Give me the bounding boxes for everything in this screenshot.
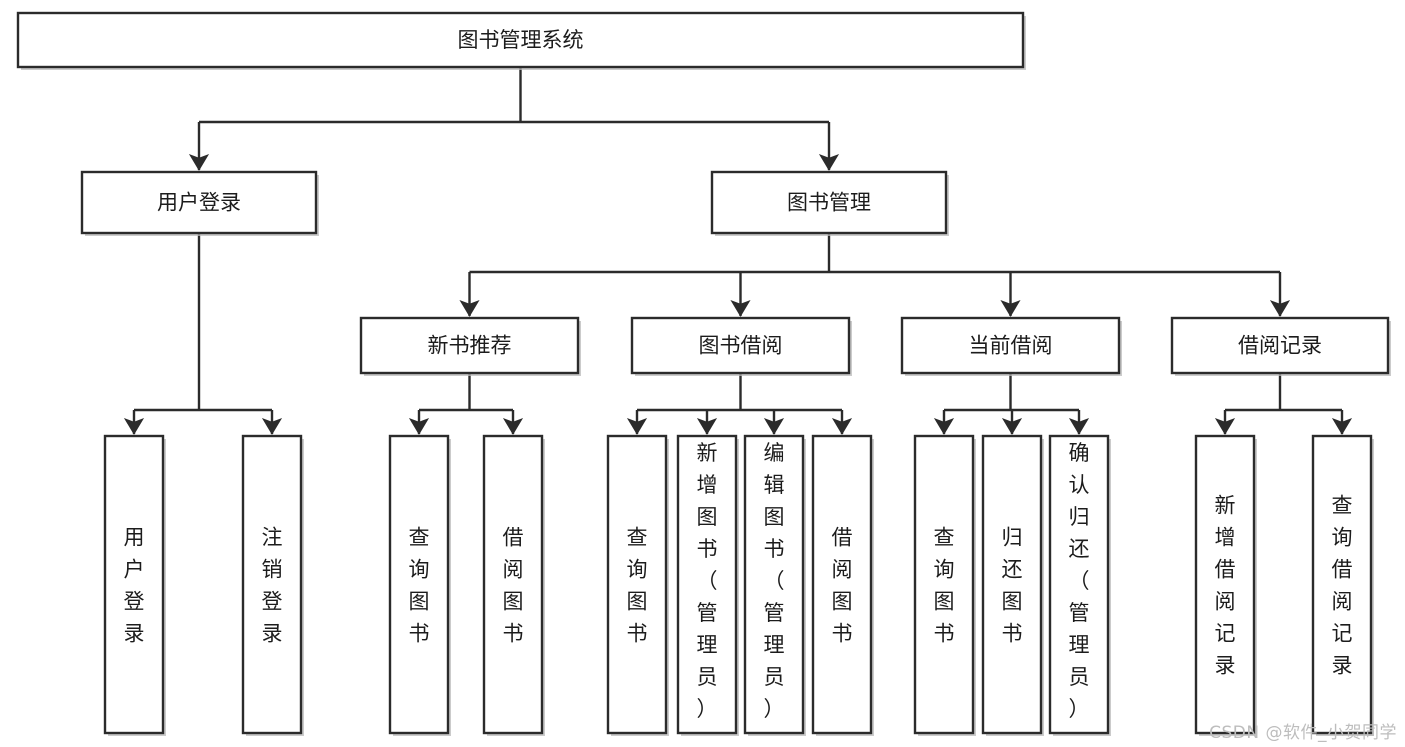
leaf-query-record[interactable]: 查询借阅记录 [1311,434,1374,736]
node-book-borrow-rect[interactable] [630,316,851,375]
leaf-add-record-rect[interactable] [1194,434,1256,735]
node-current-borrow[interactable]: 当前借阅 [900,316,1122,376]
leaf-query-book-2-rect[interactable] [606,434,668,735]
leaf-return-book[interactable]: 归还图书 [981,434,1044,736]
leaf-confirm-return-label: 确认归还（管理员） [1069,441,1090,721]
leaf-borrow-book-1-label: 借阅图书 [503,526,524,646]
leaf-add-record[interactable]: 新增借阅记录 [1194,434,1257,736]
node-root-rect[interactable] [16,11,1025,69]
leaf-logout-rect[interactable] [241,434,303,735]
node-borrow-record-label: 借阅记录 [1238,334,1322,358]
leaf-borrow-book-2[interactable]: 借阅图书 [811,434,874,736]
leaf-query-book-3-label: 查询图书 [934,526,955,646]
leaf-add-record-label: 新增借阅记录 [1215,494,1236,678]
node-borrow-record-rect[interactable] [1170,316,1390,375]
leaf-add-book[interactable]: 新增图书（管理员） [676,434,739,736]
node-new-book-recommend[interactable]: 新书推荐 [359,316,581,376]
node-book-borrow-label: 图书借阅 [699,334,783,358]
node-user-login[interactable]: 用户登录 [80,170,319,236]
node-new-book-recommend-label: 新书推荐 [428,334,512,358]
leaf-confirm-return[interactable]: 确认归还（管理员） [1048,434,1111,736]
leaf-logout-label: 注销登录 [262,526,283,646]
leaf-query-book-3[interactable]: 查询图书 [913,434,976,736]
leaf-user-login-label: 用户登录 [124,526,145,646]
node-root-label: 图书管理系统 [458,28,584,52]
leaf-confirm-return-rect[interactable] [1048,434,1110,735]
leaf-query-book-2[interactable]: 查询图书 [606,434,669,736]
leaf-query-book-1-label: 查询图书 [409,526,430,646]
node-new-book-recommend-rect[interactable] [359,316,580,375]
leaf-query-book-1[interactable]: 查询图书 [388,434,451,736]
leaf-edit-book[interactable]: 编辑图书（管理员） [743,434,806,736]
leaf-query-record-rect[interactable] [1311,434,1373,735]
leaf-add-book-rect[interactable] [676,434,738,735]
node-book-manage-label: 图书管理 [787,191,871,215]
node-book-borrow[interactable]: 图书借阅 [630,316,852,376]
node-user-login-rect[interactable] [80,170,318,235]
leaf-user-login[interactable]: 用户登录 [103,434,166,736]
leaf-borrow-book-2-rect[interactable] [811,434,873,735]
node-book-manage-rect[interactable] [710,170,948,235]
leaf-borrow-book-2-label: 借阅图书 [832,526,853,646]
leaf-query-book-3-rect[interactable] [913,434,975,735]
watermark-text: CSDN @软件_小贺同学 [1209,723,1397,743]
leaf-edit-book-label: 编辑图书（管理员） [764,441,785,721]
leaf-return-book-rect[interactable] [981,434,1043,735]
node-current-borrow-label: 当前借阅 [969,334,1053,358]
leaf-borrow-book-1[interactable]: 借阅图书 [482,434,545,736]
edges-layer [123,67,1353,435]
leaf-query-book-2-label: 查询图书 [627,526,648,646]
node-root[interactable]: 图书管理系统 [16,11,1026,70]
leaf-user-login-rect[interactable] [103,434,165,735]
node-borrow-record[interactable]: 借阅记录 [1170,316,1391,376]
node-user-login-label: 用户登录 [157,191,241,215]
node-book-manage[interactable]: 图书管理 [710,170,949,236]
leaf-borrow-book-1-rect[interactable] [482,434,544,735]
node-current-borrow-rect[interactable] [900,316,1121,375]
leaf-return-book-label: 归还图书 [1002,526,1023,646]
leaf-add-book-label: 新增图书（管理员） [697,441,718,721]
leaf-edit-book-rect[interactable] [743,434,805,735]
nodes-layer: 图书管理系统用户登录图书管理新书推荐图书借阅当前借阅借阅记录用户登录注销登录查询… [16,11,1391,736]
leaf-logout[interactable]: 注销登录 [241,434,304,736]
leaf-query-record-label: 查询借阅记录 [1332,494,1353,678]
leaf-query-book-1-rect[interactable] [388,434,450,735]
